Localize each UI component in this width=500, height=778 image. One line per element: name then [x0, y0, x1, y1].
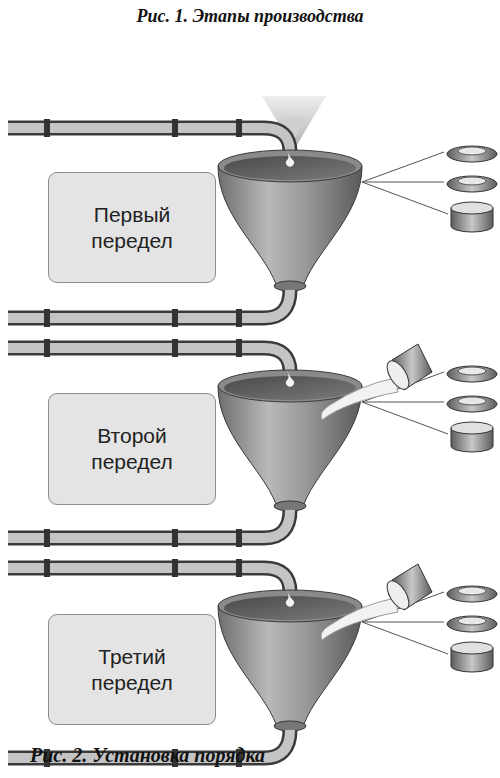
- figure-caption: Рис. 2. Установка порядка: [30, 744, 490, 767]
- stage-3: [8, 559, 497, 767]
- stage-label: Третий передел: [77, 644, 187, 696]
- stage-label: Второй передел: [77, 423, 187, 475]
- stage-label: Первый передел: [77, 202, 187, 254]
- stage-box: Второй передел: [48, 393, 216, 505]
- stage-1: [8, 119, 497, 327]
- stage-2: [8, 339, 497, 547]
- stage-box: Первый передел: [48, 172, 216, 283]
- stage-box: Третий передел: [48, 614, 216, 725]
- cup-3: [321, 564, 432, 640]
- cup-2: [321, 344, 432, 420]
- figure-title: Рис. 1. Этапы производства: [0, 6, 500, 27]
